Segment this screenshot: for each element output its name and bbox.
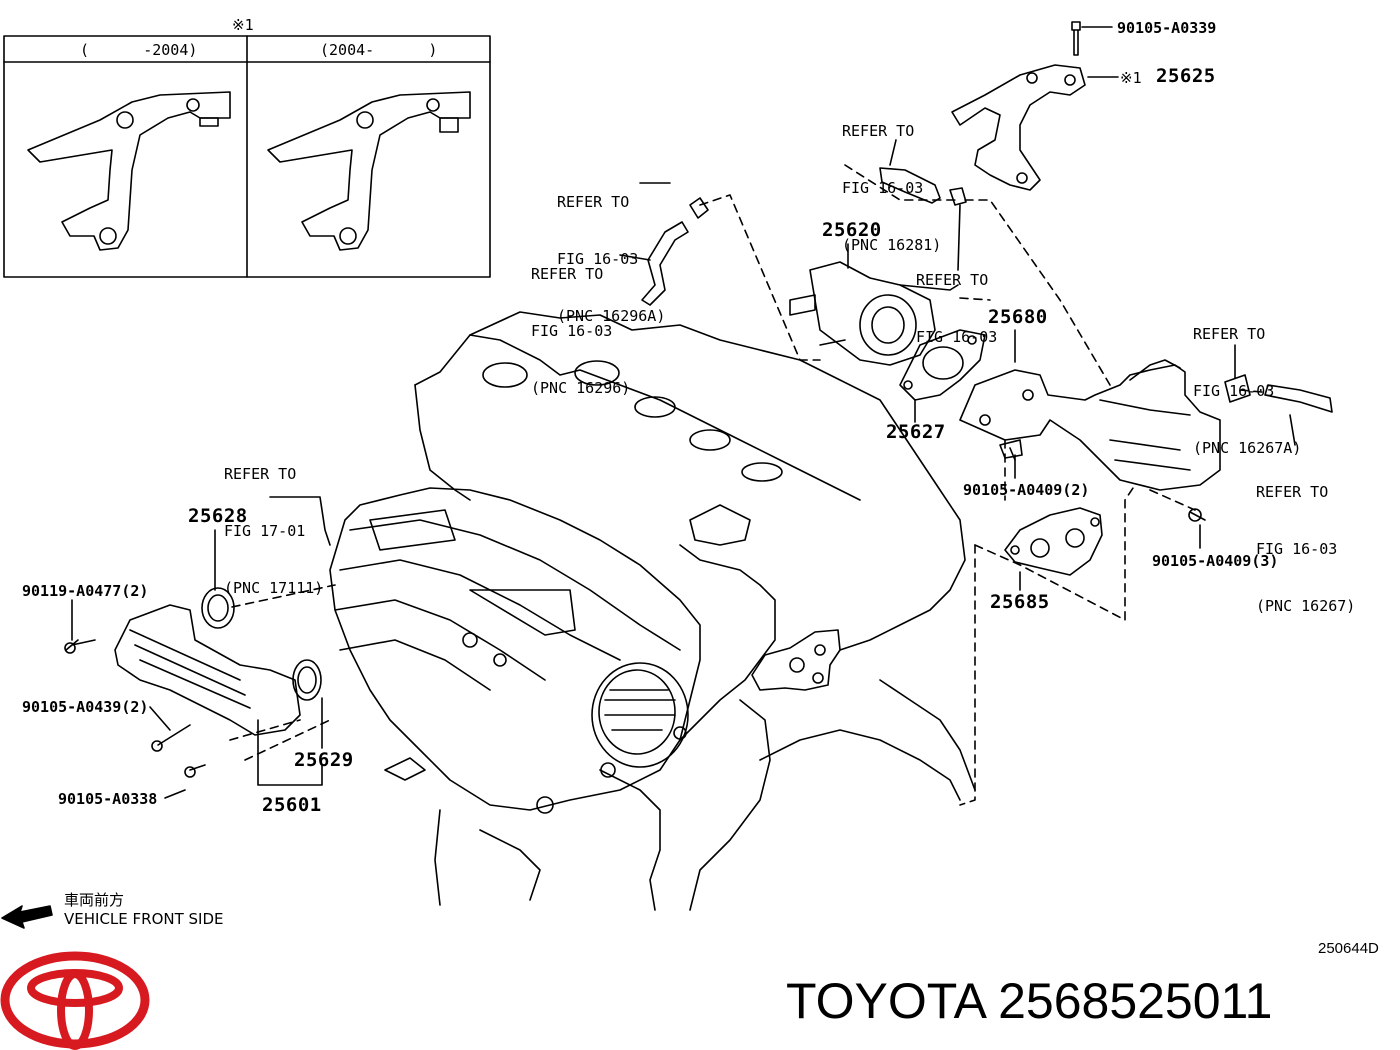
ref-line: (PNC 17111) xyxy=(224,579,324,597)
ref-17111: REFER TO FIG 17-01 (PNC 17111) xyxy=(224,427,323,617)
bolt-a0409-3: 90105-A0409(3) xyxy=(1152,552,1279,570)
ref-line: REFER TO xyxy=(531,265,604,283)
part-25625-mark: ※1 xyxy=(1120,69,1142,87)
part-25685: 25685 xyxy=(990,591,1050,613)
ref-line: (PNC 16296A) xyxy=(557,307,666,325)
front-note-jp: 車両前方 xyxy=(64,891,125,909)
ref-line: REFER TO xyxy=(916,271,989,289)
ref-line: REFER TO xyxy=(224,465,297,483)
egr-pipe-cooler xyxy=(959,359,1221,522)
bolt-a0409-2: 90105-A0409(2) xyxy=(963,481,1090,499)
brand-part-number: TOYOTA 2568525011 xyxy=(786,973,1273,1029)
bolt-a0439: 90105-A0439(2) xyxy=(22,698,149,716)
bolt-a0338: 90105-A0338 xyxy=(58,790,158,808)
ref-16267: REFER TO FIG 16-03 (PNC 16267) xyxy=(1256,445,1355,635)
engine-outline xyxy=(414,311,976,911)
ref-line: (PNC 16296) xyxy=(531,379,631,397)
part-25629: 25629 xyxy=(294,749,354,771)
part-25627: 25627 xyxy=(886,421,946,443)
ref-16296: REFER TO FIG 16-03 (PNC 16296) xyxy=(531,227,630,417)
intake-manifold xyxy=(329,487,701,814)
hoses xyxy=(641,197,1333,413)
diagram-code: 250644D xyxy=(1318,940,1379,957)
part-25620: 25620 xyxy=(822,219,882,241)
inset-left-header: ( -2004) xyxy=(80,41,198,59)
gasket-25627 xyxy=(899,329,986,401)
ref-line: REFER TO xyxy=(557,193,630,211)
ref-16281: REFER TO FIG 16-03 (PNC 16281) xyxy=(842,84,941,274)
bracket-25625 xyxy=(951,21,1086,191)
part-25628: 25628 xyxy=(188,505,248,527)
ref-line: REFER TO xyxy=(842,122,915,140)
ref-line: REFER TO xyxy=(1256,483,1329,501)
ref-line: FIG 16-03 xyxy=(916,328,998,346)
ref-line: FIG 16-03 xyxy=(1193,382,1275,400)
part-25680: 25680 xyxy=(988,306,1048,328)
ref-line: FIG 16-03 xyxy=(557,250,639,268)
sensor-assembly xyxy=(64,587,322,778)
inset-note-mark: ※1 xyxy=(232,16,254,34)
front-arrow-icon xyxy=(1,905,53,929)
leader-lines xyxy=(71,26,1296,799)
dashed-lines xyxy=(229,164,1263,806)
ref-line: FIG 16-03 xyxy=(1256,540,1338,558)
front-note-en: VEHICLE FRONT SIDE xyxy=(64,910,224,928)
ref-line: (PNC 16267A) xyxy=(1193,439,1302,457)
ref-line: FIG 16-03 xyxy=(842,179,924,197)
ref-16296a: REFER TO FIG 16-03 (PNC 16296A) xyxy=(557,155,665,345)
ref-16267a: REFER TO FIG 16-03 (PNC 16267A) xyxy=(1193,287,1301,477)
bolt-a0339: 90105-A0339 xyxy=(1117,19,1217,37)
vehicle-front-note: 車両前方 VEHICLE FRONT SIDE xyxy=(64,891,224,929)
ref-line: (PNC 16267) xyxy=(1256,597,1356,615)
toyota-logo-icon xyxy=(0,951,150,1050)
ref-line: FIG 17-01 xyxy=(224,522,306,540)
gasket-25685 xyxy=(1004,507,1103,576)
part-25601: 25601 xyxy=(262,794,322,816)
ref-line: REFER TO xyxy=(1193,325,1266,343)
ref-line: (PNC 16281) xyxy=(842,236,942,254)
ref-1603: REFER TO FIG 16-03 xyxy=(916,233,997,366)
inset-box xyxy=(3,35,491,278)
bolt-a0477: 90119-A0477(2) xyxy=(22,582,149,600)
part-25625: 25625 xyxy=(1156,65,1216,87)
ref-line: FIG 16-03 xyxy=(531,322,613,340)
inset-right-header: (2004- ) xyxy=(320,41,438,59)
